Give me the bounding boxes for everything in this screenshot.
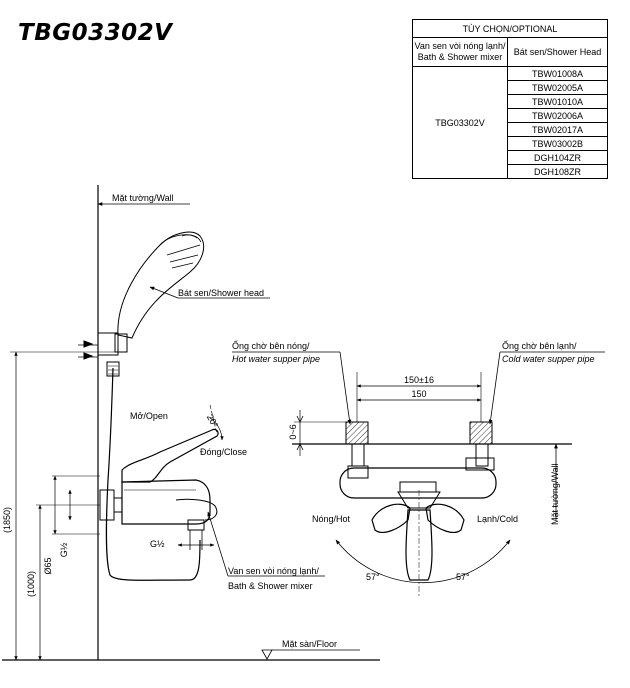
dim-outlet: Ø65 — [43, 557, 53, 574]
dim-thread-horizontal: G½ — [150, 539, 165, 549]
model-title: TBG03302V — [18, 20, 173, 46]
shower-head — [114, 231, 205, 353]
hot-pipe-label-line2: Hot water supper pipe — [232, 354, 320, 364]
angle-left: 57° — [366, 572, 380, 582]
shower-hose — [105, 361, 201, 581]
cold-pipe-leader — [488, 351, 501, 425]
options-table: TÙY CHỌN/OPTIONAL Van sen vòi nóng lạnh/… — [412, 19, 608, 179]
rotation-arc — [335, 539, 511, 584]
dim-offset: 0~6 — [288, 424, 298, 439]
cold-pipe-label-line1: Ống chờ bên lạnh/ — [502, 340, 577, 351]
mixer-body-top — [339, 467, 497, 581]
cold-supply-pipe — [465, 421, 495, 471]
top-wall-label: Mặt tường/Wall — [550, 463, 560, 525]
open-label: Mở/Open — [130, 411, 168, 421]
floor-label: Mặt sàn/Floor — [282, 639, 337, 649]
mixer-label-line1: Van sen vòi nóng lạnh/ — [228, 566, 319, 576]
column-header-mixer: Van sen vòi nóng lạnh/ Bath & Shower mix… — [412, 37, 508, 67]
mixer-label-line2: Bath & Shower mixer — [228, 581, 313, 591]
side-view: Mặt tường/Wall Bát sen/Shower head — [2, 185, 380, 661]
wall-bracket — [78, 332, 119, 360]
top-view: Mặt tường/Wall Nóng/Hot Lạnh/Cold — [232, 340, 605, 596]
wall-label: Mặt tường/Wall — [112, 193, 174, 203]
shower-head-leader — [149, 286, 179, 299]
floor-marker — [261, 649, 273, 660]
cold-pipe-label-line2: Cold water supper pipe — [502, 354, 595, 364]
dim-center-tolerance: 150±16 — [404, 375, 434, 385]
column-header-shower-head: Bát sen/Shower Head — [507, 37, 608, 67]
shower-head-label: Bát sen/Shower head — [178, 288, 264, 298]
hot-pipe-leader — [339, 351, 352, 425]
dim-center: 150 — [411, 389, 426, 399]
close-label: Đóng/Close — [200, 447, 247, 457]
mixer-body — [99, 404, 224, 550]
option-cell: DGH108ZR — [507, 164, 608, 179]
column-header-mixer-line2: Bath & Shower mixer — [417, 52, 503, 62]
hot-pipe-label-line1: Ống chờ bên nóng/ — [232, 340, 310, 351]
cold-label: Lạnh/Cold — [477, 514, 518, 524]
dim-mixer-height: (1000) — [26, 571, 36, 597]
hot-label: Nóng/Hot — [312, 514, 351, 524]
column-header-mixer-line1: Van sen vòi nóng lạnh/ — [414, 41, 506, 51]
angle-right: 57° — [456, 572, 470, 582]
mixer-leader — [207, 511, 229, 577]
dim-total-height: (1850) — [2, 507, 12, 533]
dim-thread-vertical: G½ — [59, 542, 69, 557]
hot-supply-pipe — [345, 421, 369, 479]
